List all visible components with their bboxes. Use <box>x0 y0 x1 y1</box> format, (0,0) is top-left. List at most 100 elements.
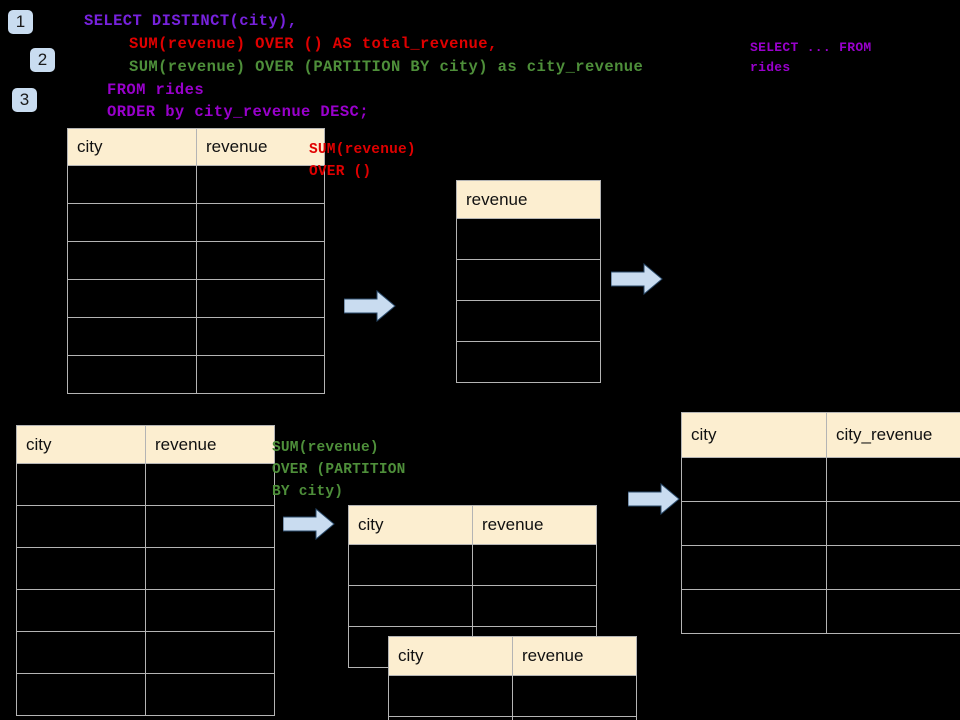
table-header-row: city revenue <box>348 505 597 545</box>
table-cell <box>472 585 597 627</box>
column-header-city: city <box>348 505 473 545</box>
table-cell <box>67 279 197 318</box>
sql-side-note-line1: SELECT ... FROM <box>750 40 872 55</box>
table-row <box>388 716 637 720</box>
sql-side-note-line2: rides <box>750 60 791 75</box>
table-cell <box>826 589 960 634</box>
table-header-row: city revenue <box>67 128 325 166</box>
table-row <box>67 355 325 394</box>
table-row <box>681 545 960 590</box>
table-cell <box>388 675 513 717</box>
arrow-total-revenue-to-output <box>611 263 663 295</box>
column-header-revenue: revenue <box>196 128 325 166</box>
table-cell <box>826 501 960 546</box>
table-cell <box>512 675 637 717</box>
table-row <box>456 341 601 383</box>
table-header-row: city city_revenue <box>681 412 960 458</box>
table-row <box>16 631 275 674</box>
table-cell <box>196 203 325 242</box>
table-cell <box>67 317 197 356</box>
column-header-city: city <box>67 128 197 166</box>
column-header-city: city <box>681 412 827 458</box>
table-cell <box>16 589 146 632</box>
table-cell <box>16 547 146 590</box>
partition-group-table-front: city revenue <box>388 636 637 720</box>
table-cell <box>681 545 827 590</box>
column-header-city: city <box>388 636 513 676</box>
arrow-source-to-partition <box>283 508 335 540</box>
table-row <box>456 259 601 301</box>
column-header-revenue: revenue <box>472 505 597 545</box>
annotation-city-revenue-line3: BY city) <box>272 484 344 500</box>
table-row <box>388 675 637 717</box>
table-cell <box>196 317 325 356</box>
table-row <box>348 585 597 627</box>
column-header-city-revenue: city_revenue <box>826 412 960 458</box>
table-row <box>348 544 597 586</box>
table-cell <box>145 547 275 590</box>
table-cell <box>145 631 275 674</box>
arrow-partition-to-output <box>628 483 680 515</box>
column-header-revenue: revenue <box>512 636 637 676</box>
step-badge-1: 1 <box>8 10 33 34</box>
table-cell <box>145 673 275 716</box>
annotation-city-revenue-line1: SUM(revenue) <box>272 440 379 456</box>
table-cell <box>67 165 197 204</box>
table-cell <box>348 585 473 627</box>
table-row <box>67 203 325 242</box>
table-row <box>16 589 275 632</box>
table-cell <box>681 589 827 634</box>
table-row <box>67 241 325 280</box>
city-revenue-table: city city_revenue <box>681 412 960 634</box>
rides-source-table: city revenue <box>67 128 325 394</box>
table-row <box>16 505 275 548</box>
table-row <box>16 547 275 590</box>
annotation-total-revenue-line2: OVER () <box>309 164 372 180</box>
table-cell <box>388 716 513 720</box>
table-cell <box>456 218 601 260</box>
table-row <box>681 589 960 634</box>
step-badge-2: 2 <box>30 48 55 72</box>
sql-line-order-by: ORDER by city_revenue DESC; <box>107 103 369 121</box>
table-header-row: revenue <box>456 180 601 219</box>
table-cell <box>145 463 275 506</box>
table-cell <box>681 457 827 502</box>
table-row <box>67 165 325 204</box>
table-cell <box>472 544 597 586</box>
table-cell <box>826 457 960 502</box>
table-row <box>456 218 601 260</box>
table-cell <box>16 673 146 716</box>
table-cell <box>456 259 601 301</box>
rides-source-partitioned-table: city revenue <box>16 425 275 716</box>
sql-line-from: FROM rides <box>107 81 205 99</box>
total-revenue-table: revenue <box>456 180 601 383</box>
table-cell <box>826 545 960 590</box>
table-cell <box>196 355 325 394</box>
table-cell <box>67 241 197 280</box>
table-cell <box>16 505 146 548</box>
table-row <box>681 457 960 502</box>
annotation-total-revenue-line1: SUM(revenue) <box>309 142 416 158</box>
table-row <box>67 317 325 356</box>
table-cell <box>512 716 637 720</box>
column-header-city: city <box>16 425 146 464</box>
sql-line-city-revenue: SUM(revenue) OVER (PARTITION BY city) as… <box>129 58 644 76</box>
table-cell <box>196 241 325 280</box>
column-header-revenue: revenue <box>145 425 275 464</box>
table-row <box>16 673 275 716</box>
column-header-revenue: revenue <box>456 180 601 219</box>
table-cell <box>67 355 197 394</box>
table-cell <box>16 631 146 674</box>
table-header-row: city revenue <box>388 636 637 676</box>
table-cell <box>681 501 827 546</box>
table-row <box>456 300 601 342</box>
table-row <box>16 463 275 506</box>
table-cell <box>145 589 275 632</box>
table-cell <box>196 165 325 204</box>
table-cell <box>196 279 325 318</box>
table-header-row: city revenue <box>16 425 275 464</box>
table-cell <box>348 544 473 586</box>
table-row <box>67 279 325 318</box>
table-cell <box>145 505 275 548</box>
